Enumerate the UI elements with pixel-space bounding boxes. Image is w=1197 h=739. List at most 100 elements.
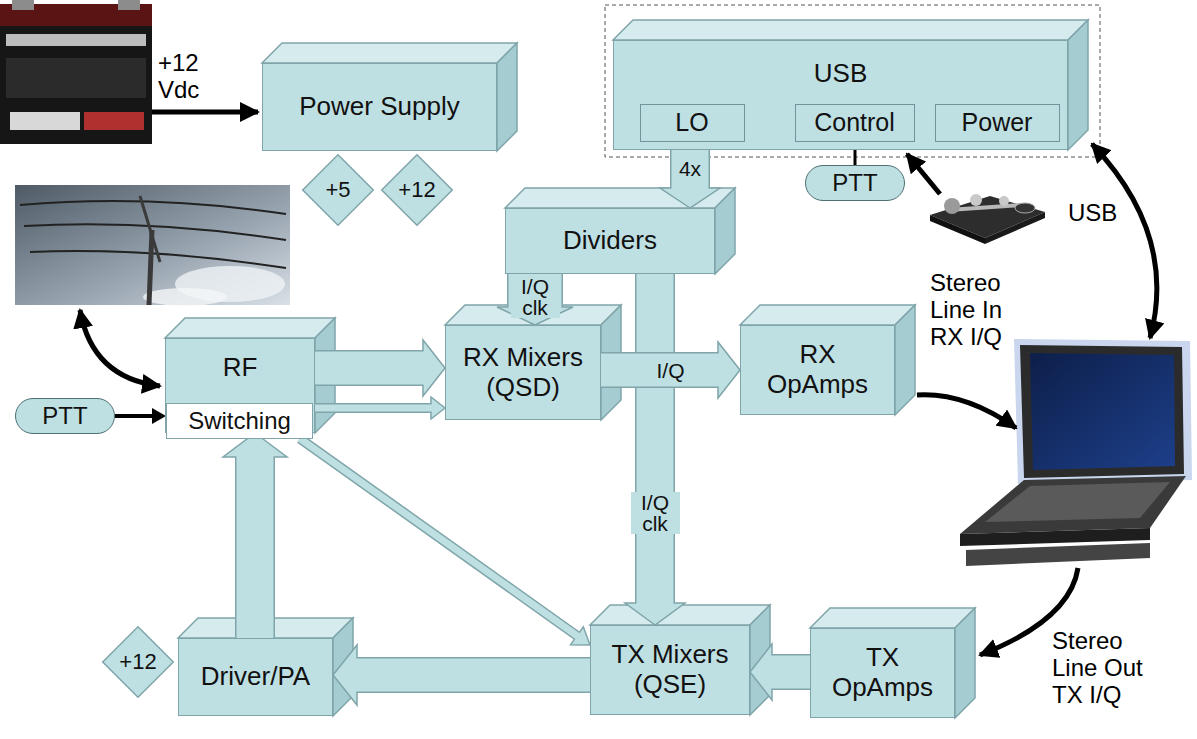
block-box: Driver/PA [178, 638, 333, 716]
box-3d-faces [613, 20, 1088, 150]
battery-sticker [10, 112, 80, 130]
usb-function-box: Control [795, 104, 915, 142]
voltage-diamond: +5 [302, 154, 374, 226]
key-base [930, 196, 1045, 238]
box-3d-faces [590, 605, 770, 715]
box-side-face [895, 305, 915, 415]
key-screw [970, 194, 982, 206]
arrow-shaft [237, 455, 274, 638]
key-base-side [930, 215, 985, 244]
signal-flow-arrow [660, 142, 720, 209]
node-text: LO [675, 108, 708, 137]
switching-section: Switching [166, 403, 313, 439]
arrow-head [431, 397, 445, 419]
block-box: Dividers [505, 208, 715, 274]
supply-arrow [152, 110, 258, 115]
diamond-shape [103, 627, 174, 698]
battery-terminal [118, 0, 140, 10]
arrow-head [660, 188, 720, 208]
signal-line [115, 408, 166, 424]
box-top-face [262, 43, 517, 63]
screen-bezel [1020, 345, 1184, 478]
node-text: Control [814, 108, 895, 137]
box-top-face [165, 318, 335, 338]
arrow-head [718, 342, 740, 398]
battery-photo [0, 0, 152, 144]
block-box: RF Switching [165, 338, 315, 433]
box-3d-faces [445, 305, 621, 420]
arrow-head [333, 645, 357, 705]
node-text: Driver/PA [201, 662, 310, 692]
edge-layer [115, 142, 855, 706]
edge-label: 4x [677, 158, 703, 179]
box-top-face [505, 188, 735, 208]
node-text: Switching [188, 407, 291, 435]
box-top-face [613, 20, 1088, 40]
node-text: TX OpAmps [830, 643, 935, 703]
antenna-photo [15, 185, 290, 306]
arrow-head [750, 644, 772, 700]
box-side-face [497, 43, 517, 151]
signal-flow-arrow [750, 644, 810, 700]
usb-dashed-outline [605, 5, 1100, 157]
edge-label: I/Q clk [631, 492, 680, 534]
arrow-head [423, 340, 445, 396]
node-text: +5 [325, 177, 350, 202]
diamond-shape [303, 155, 374, 226]
node-text: PTT [42, 402, 87, 430]
block-box: RX OpAmps [740, 325, 895, 415]
box-side-face [715, 188, 735, 274]
cloud [143, 288, 227, 306]
antenna-element [24, 224, 286, 240]
battery-panel [6, 58, 146, 98]
node-text: TX Mixers (QSE) [600, 640, 740, 700]
box-3d-faces [505, 188, 735, 274]
signal-flow-arrow [333, 645, 590, 705]
voltage-label: +12 Vdc [158, 50, 206, 104]
arrow-shaft [355, 659, 590, 692]
usb-module-box: USBLOControlPower [613, 40, 1068, 150]
node-text: RX Mixers (QSD) [453, 343, 593, 403]
keyboard [985, 482, 1170, 522]
arrow-shaft [637, 274, 674, 605]
arrow-shaft [601, 354, 720, 387]
key-paddle [1015, 203, 1035, 213]
signal-flow-arrow [625, 274, 685, 625]
box-top-face [810, 608, 975, 628]
laptop [960, 339, 1192, 566]
voltage-diamond: +12 [381, 154, 453, 226]
box-top-face [740, 305, 915, 325]
signal-flow-arrow [223, 433, 287, 638]
arrow-shaft [300, 439, 579, 637]
node-text: PTT [832, 169, 877, 197]
block-box: TX Mixers (QSE) [590, 625, 750, 715]
box-faces [165, 20, 1088, 718]
block-box: TX OpAmps [810, 628, 955, 718]
usb-function-box: Power [935, 104, 1060, 142]
arrow-head [152, 408, 166, 424]
edge-label: I/Q clk [511, 276, 560, 318]
box-3d-faces [740, 305, 915, 415]
signal-label: Stereo Line Out TX I/Q [1052, 628, 1172, 709]
key-knob [944, 198, 960, 214]
box-side-face [955, 608, 975, 718]
bus-label: USB [1068, 200, 1117, 227]
block-box: Power Supply [262, 63, 497, 151]
node-text: RF [223, 353, 258, 383]
box-3d-faces [810, 608, 975, 718]
battery-terminal [12, 0, 34, 10]
laptop-front [960, 528, 1150, 546]
block-box: RX Mixers (QSD) [445, 325, 601, 420]
dock [966, 543, 1150, 566]
arrow-shaft [315, 352, 425, 385]
key-arrow [907, 154, 940, 194]
battery-body [0, 4, 152, 144]
box-side-face [1068, 20, 1088, 150]
node-text: Power [962, 108, 1033, 137]
box-top-face [590, 605, 770, 625]
arrow-shaft [770, 656, 810, 689]
signal-flow-arrow [601, 342, 740, 398]
signal-pill: PTT [805, 165, 905, 201]
arrow-shaft [115, 414, 154, 418]
